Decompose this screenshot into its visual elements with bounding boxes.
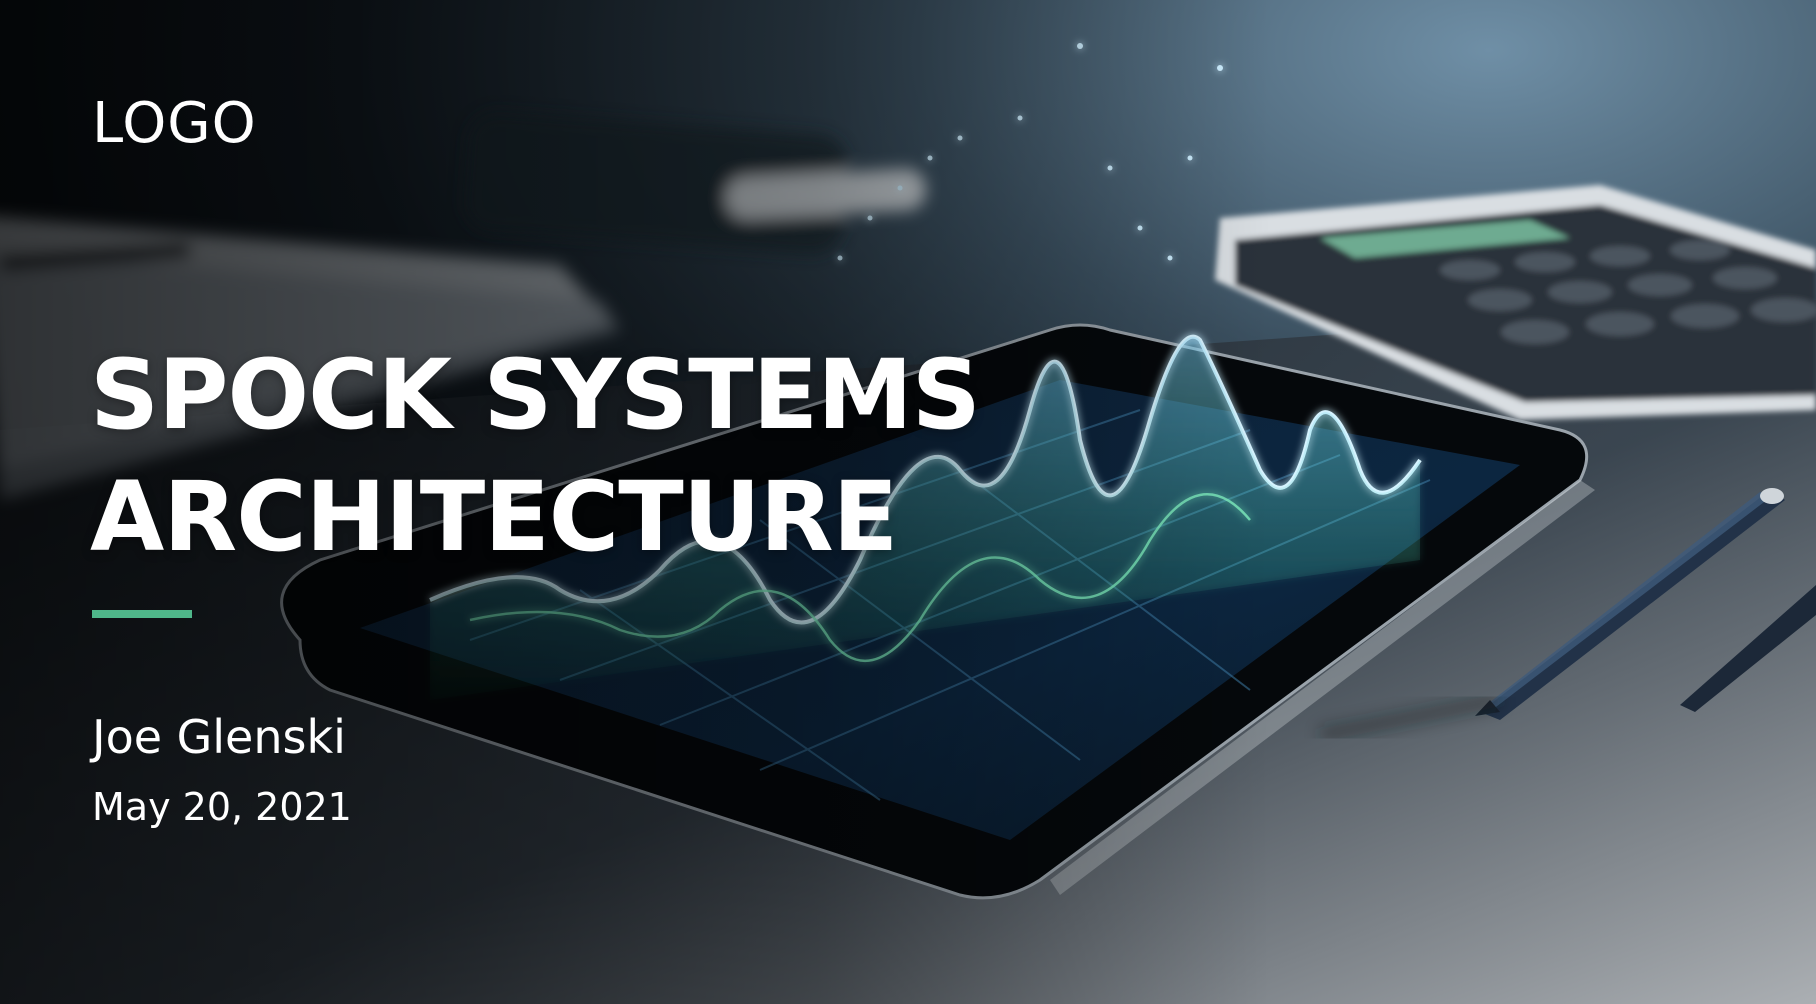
presentation-date: May 20, 2021 xyxy=(92,785,352,829)
presenter-name: Joe Glenski xyxy=(92,710,346,764)
accent-divider xyxy=(92,610,192,618)
title-line-2: ARCHITECTURE xyxy=(90,461,898,573)
slide-title: SPOCK SYSTEMS ARCHITECTURE xyxy=(90,334,981,578)
logo: LOGO xyxy=(92,91,257,156)
title-line-1: SPOCK SYSTEMS xyxy=(90,339,981,451)
